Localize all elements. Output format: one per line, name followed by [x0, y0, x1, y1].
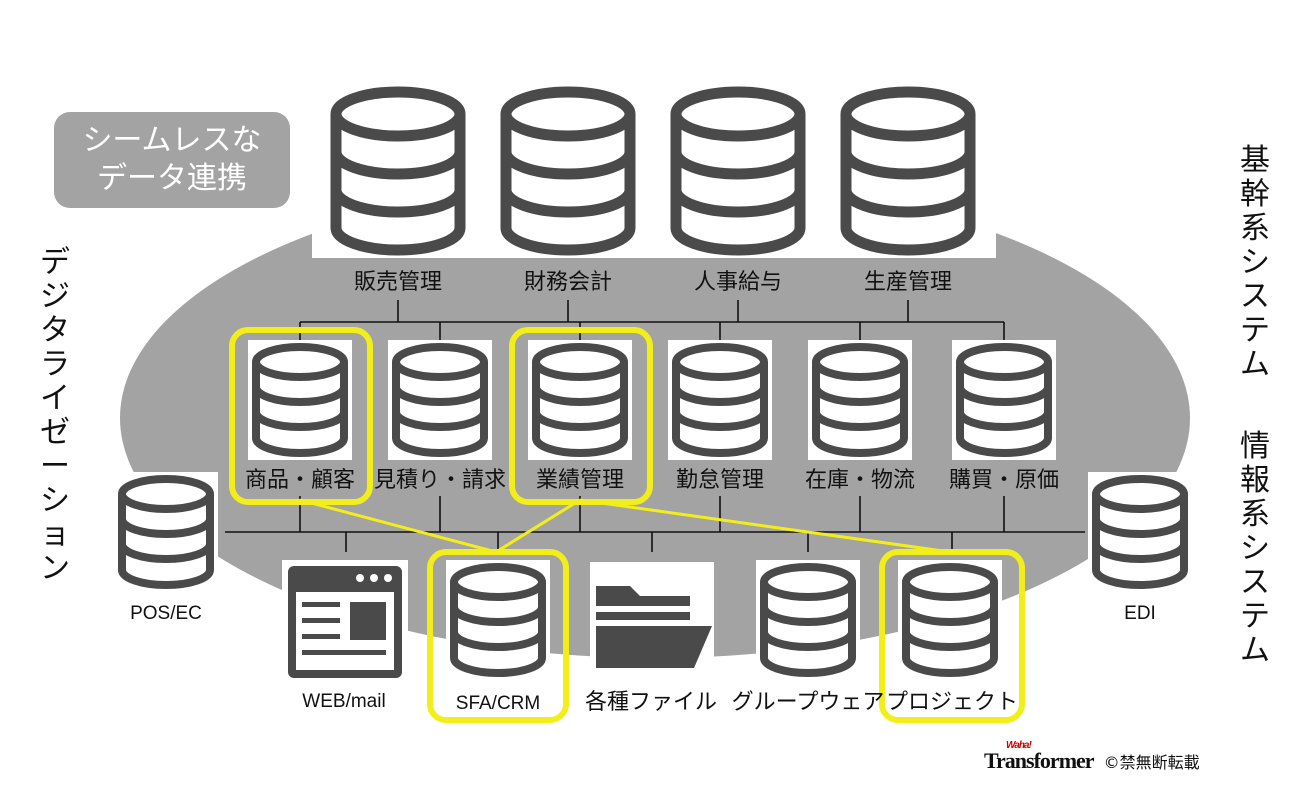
label-groupware: グループウェア [731, 690, 885, 715]
label-finance: 財務会計 [523, 270, 613, 295]
database-icon-attendance [668, 340, 772, 460]
database-icon-sales [327, 90, 469, 256]
brand-small-text: Waha! [1006, 740, 1032, 751]
label-product-customer: 商品・顧客 [244, 468, 356, 493]
browser-window-icon [282, 560, 408, 684]
label-sales: 販売管理 [353, 270, 443, 295]
label-edi: EDI [1124, 603, 1156, 624]
label-purchasing: 購買・原価 [948, 468, 1060, 493]
label-web-mail: WEB/mail [302, 691, 386, 712]
label-quote-billing: 見積り・請求 [373, 468, 507, 493]
label-files: 各種ファイル [584, 690, 718, 715]
database-icon-product-customer [248, 340, 352, 460]
copyright-notice: ©禁無断転載 [1103, 753, 1200, 772]
database-icon-inventory [808, 340, 912, 460]
database-icon-finance [497, 90, 639, 256]
database-icon-production [837, 90, 979, 256]
brand-name: Transformer [984, 748, 1094, 773]
database-icon-quote-billing [388, 340, 492, 460]
label-inventory: 在庫・物流 [804, 468, 916, 493]
folder-icon [590, 562, 714, 684]
brand-logo: Waha! Transformer [984, 740, 1098, 773]
database-icon-hr [667, 90, 809, 256]
database-icon-pos-ec [114, 472, 218, 592]
label-performance: 業績管理 [535, 468, 625, 493]
connector-lines [225, 300, 1085, 552]
digitalization-ellipse [120, 178, 1190, 658]
label-production: 生産管理 [863, 270, 953, 295]
database-icon-edi [1088, 472, 1192, 592]
seamless-data-badge: シームレスな データ連携 [54, 112, 290, 208]
database-icon-purchasing [952, 340, 1056, 460]
integration-links [299, 498, 951, 554]
database-icon-groupware [756, 560, 860, 680]
label-pos-ec: POS/EC [130, 603, 202, 624]
label-project: プロジェクト [885, 690, 1019, 715]
digitalization-label: デジタライゼーション [40, 245, 70, 586]
badge-line-1: シームレスな [82, 123, 262, 158]
database-icon-project [898, 560, 1002, 680]
label-sfa-crm: SFA/CRM [455, 693, 541, 714]
label-attendance: 勤怠管理 [675, 468, 765, 493]
info-systems-label: 情報系システム [1240, 429, 1270, 668]
database-icon-performance [528, 340, 632, 460]
database-icon-sfa-crm [446, 560, 550, 680]
core-systems-label: 基幹系システム [1240, 143, 1270, 382]
label-hr: 人事給与 [693, 270, 783, 295]
badge-line-2: データ連携 [97, 161, 247, 196]
footer: Waha! Transformer ©禁無断転載 [984, 740, 1200, 774]
highlight-boxes [229, 327, 1025, 723]
